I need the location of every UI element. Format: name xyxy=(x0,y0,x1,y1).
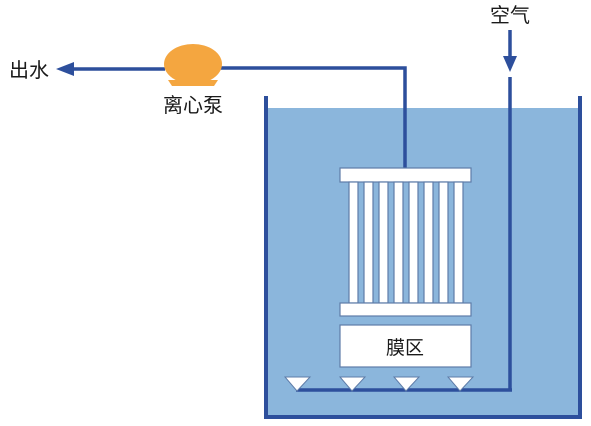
membrane-fiber xyxy=(408,181,419,304)
centrifugal-pump xyxy=(164,44,222,86)
air-arrow-icon xyxy=(503,56,517,72)
water-body xyxy=(266,108,579,415)
membrane-fiber xyxy=(348,181,359,304)
outlet-label: 出水 xyxy=(9,58,49,82)
membrane-zone-label: 膜区 xyxy=(386,337,424,359)
membrane-fiber xyxy=(393,181,404,304)
aerator-icon xyxy=(446,376,475,392)
membrane-fiber xyxy=(453,181,464,304)
outlet-arrow-icon xyxy=(56,62,74,76)
aerator-icon xyxy=(283,376,312,392)
membrane-fiber xyxy=(378,181,389,304)
air-label: 空气 xyxy=(490,3,530,27)
aerator-icon xyxy=(338,376,367,392)
module-bottom-header xyxy=(339,302,472,317)
permeate-pipe xyxy=(220,66,407,168)
membrane-fiber xyxy=(363,181,374,304)
aerator-icon xyxy=(392,376,421,392)
module-top-header xyxy=(339,167,472,183)
pump-label: 离心泵 xyxy=(163,93,223,117)
membrane-fiber xyxy=(438,181,449,304)
membrane-fiber xyxy=(423,181,434,304)
membrane-module xyxy=(339,167,472,368)
tank-wall xyxy=(264,96,582,419)
membrane-zone-box xyxy=(339,324,472,368)
